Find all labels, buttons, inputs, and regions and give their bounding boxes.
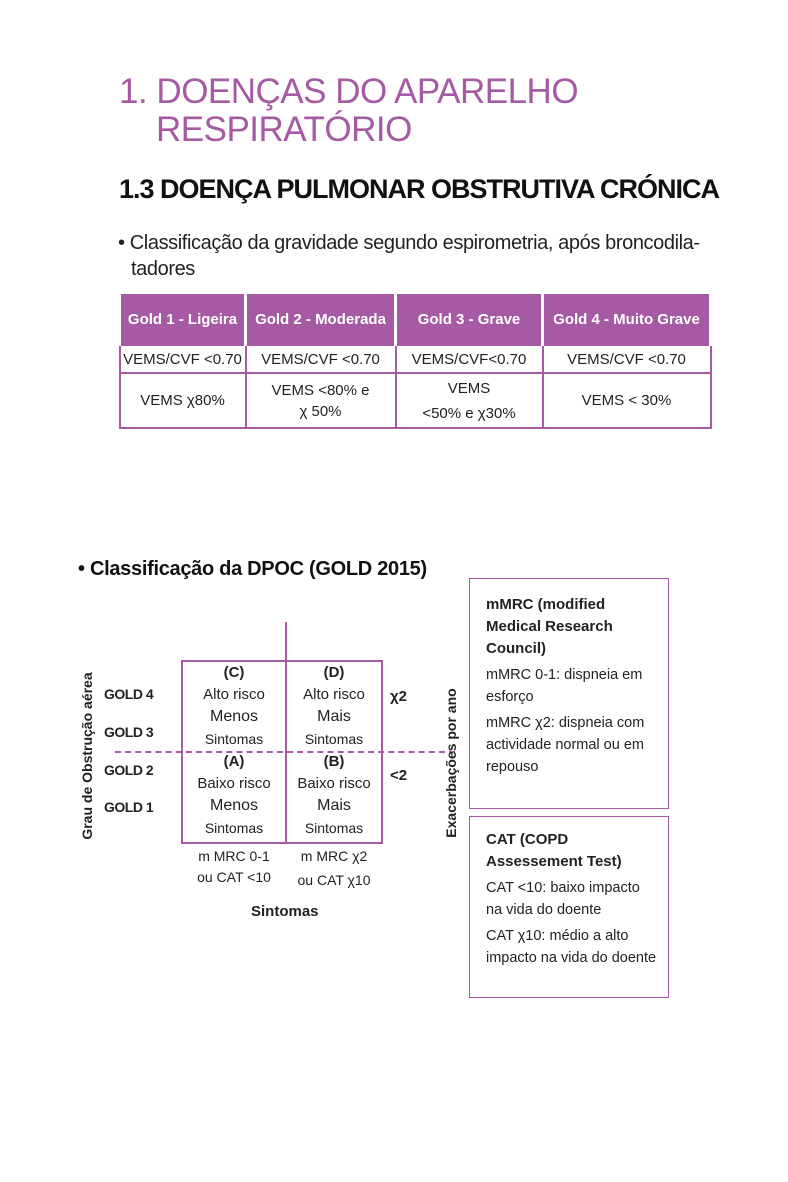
criteria-line: m MRC χ2: [300, 848, 368, 864]
mmrc-info-box: mMRC (modified Medical Research Council)…: [469, 578, 669, 809]
table-cell: VEMS <80% e χ 50%: [244, 372, 397, 429]
cell-line: VEMS χ80%: [140, 392, 225, 409]
cat-title-line: CAT (COPD: [486, 831, 569, 848]
cat-item: CAT <10: baixo impacto na vida do doente: [486, 880, 640, 918]
table-header-row: Gold 1 - Ligeira Gold 2 - Moderada Gold …: [118, 294, 712, 345]
x-axis-label: Sintomas: [251, 903, 319, 920]
section-title: 1.3 DOENÇA PULMONAR OBSTRUTIVA CRÓNICA: [119, 174, 720, 204]
quadrant-risk: Baixo risco: [297, 775, 371, 792]
cat-title-line: Assessement Test): [486, 853, 622, 870]
cat-item: CAT χ10: médio a alto impacto na vida do…: [486, 928, 657, 966]
gold-label: GOLD 1: [104, 799, 154, 815]
cell-line: VEMS: [447, 379, 491, 397]
mmrc-title-line: mMRC (modified: [486, 596, 606, 613]
low-symptoms-criteria: m MRC 0-1 ou CAT <10: [183, 846, 285, 888]
quadrant-symptom-label: Sintomas: [304, 731, 364, 747]
grid-horizontal-divider: [115, 751, 455, 753]
table-cell: VEMS/CVF <0.70: [244, 344, 397, 374]
quadrant-risk: Alto risco: [303, 686, 365, 703]
cell-line: VEMS < 30%: [581, 392, 672, 409]
cell-line: χ 50%: [299, 402, 342, 420]
high-symptoms-criteria: m MRC χ2 ou CAT χ10: [287, 846, 381, 891]
cat-info-box: CAT (COPD Assessement Test) CAT <10: bai…: [469, 816, 669, 998]
spirometry-bullet-line2: tadores: [131, 258, 195, 280]
quadrant-symptom-level: Menos: [209, 708, 259, 725]
cell-line: <50% e χ30%: [422, 404, 516, 422]
mmrc-title-line: Medical Research: [486, 618, 613, 635]
table-cell: VEMS < 30%: [541, 372, 712, 429]
table-cell: VEMS <50% e χ30%: [394, 372, 544, 429]
table-header-cell: Gold 4 - Muito Grave: [541, 294, 712, 345]
quadrant-heading: (B): [323, 753, 345, 770]
criteria-line: ou CAT χ10: [297, 872, 371, 888]
cat-title: CAT (COPD Assessement Test): [486, 829, 658, 873]
table-header-cell: Gold 2 - Moderada: [244, 294, 397, 345]
table-cell: VEMS/CVF <0.70: [541, 344, 712, 374]
spirometry-bullet-line1: • Classificação da gravidade segundo esp…: [118, 232, 700, 254]
quadrant-heading: (A): [223, 753, 245, 770]
right-axis-label: Exacerbações por ano: [443, 688, 459, 838]
quadrant-symptom-level: Menos: [209, 797, 259, 814]
table-row: VEMS χ80% VEMS <80% e χ 50% VEMS <50% e χ3…: [118, 372, 712, 429]
table-header-cell: Gold 1 - Ligeira: [118, 294, 247, 345]
quadrant-d: (D) Alto risco Mais Sintomas: [287, 662, 381, 750]
quadrant-symptom-level: Mais: [317, 797, 351, 814]
criteria-line: ou CAT <10: [197, 869, 271, 885]
chapter-title-line1: 1. DOENÇAS DO APARELHO: [119, 72, 579, 111]
gold-severity-table: Gold 1 - Ligeira Gold 2 - Moderada Gold …: [118, 294, 712, 429]
gold-label: GOLD 4: [104, 686, 154, 702]
gold-label: GOLD 2: [104, 762, 154, 778]
quadrant-symptom-label: Sintomas: [204, 731, 264, 747]
quadrant-heading: (C): [223, 664, 245, 681]
quadrant-c: (C) Alto risco Menos Sintomas: [183, 662, 285, 750]
mmrc-title-line: Council): [486, 640, 546, 657]
quadrant-heading: (D): [323, 664, 345, 681]
grid-vertical-center: [285, 622, 287, 844]
table-cell: VEMS χ80%: [118, 372, 247, 429]
mmrc-title: mMRC (modified Medical Research Council): [486, 594, 658, 660]
table-cell: VEMS/CVF<0.70: [394, 344, 544, 374]
quadrant-symptom-label: Sintomas: [304, 820, 364, 836]
criteria-line: m MRC 0-1: [198, 848, 270, 864]
y-axis-label: Grau de Obstrução aérea: [79, 672, 95, 840]
quadrant-b: (B) Baixo risco Mais Sintomas: [287, 751, 381, 839]
exacerbation-label-low: <2: [390, 767, 408, 784]
table-header-cell: Gold 3 - Grave: [394, 294, 544, 345]
mmrc-item: mMRC 0-1: dispneia em esforço: [486, 667, 643, 705]
table-cell: VEMS/CVF <0.70: [118, 344, 247, 374]
chapter-title-line2: RESPIRATÓRIO: [156, 110, 412, 149]
classification-bullet: • Classificação da DPOC (GOLD 2015): [78, 558, 427, 580]
exacerbation-label-high: χ2: [390, 688, 407, 705]
quadrant-a: (A) Baixo risco Menos Sintomas: [183, 751, 285, 839]
mmrc-item: mMRC χ2: dispneia com actividade normal …: [486, 715, 645, 775]
cell-line: VEMS <80% e: [271, 381, 370, 399]
gold-label: GOLD 3: [104, 724, 154, 740]
quadrant-risk: Baixo risco: [197, 775, 271, 792]
quadrant-risk: Alto risco: [203, 686, 265, 703]
grid-top-border: [181, 660, 382, 662]
quadrant-symptom-label: Sintomas: [204, 820, 264, 836]
table-row: VEMS/CVF <0.70 VEMS/CVF <0.70 VEMS/CVF<0…: [118, 344, 712, 374]
quadrant-symptom-level: Mais: [317, 708, 351, 725]
grid-bottom-border: [181, 842, 383, 844]
